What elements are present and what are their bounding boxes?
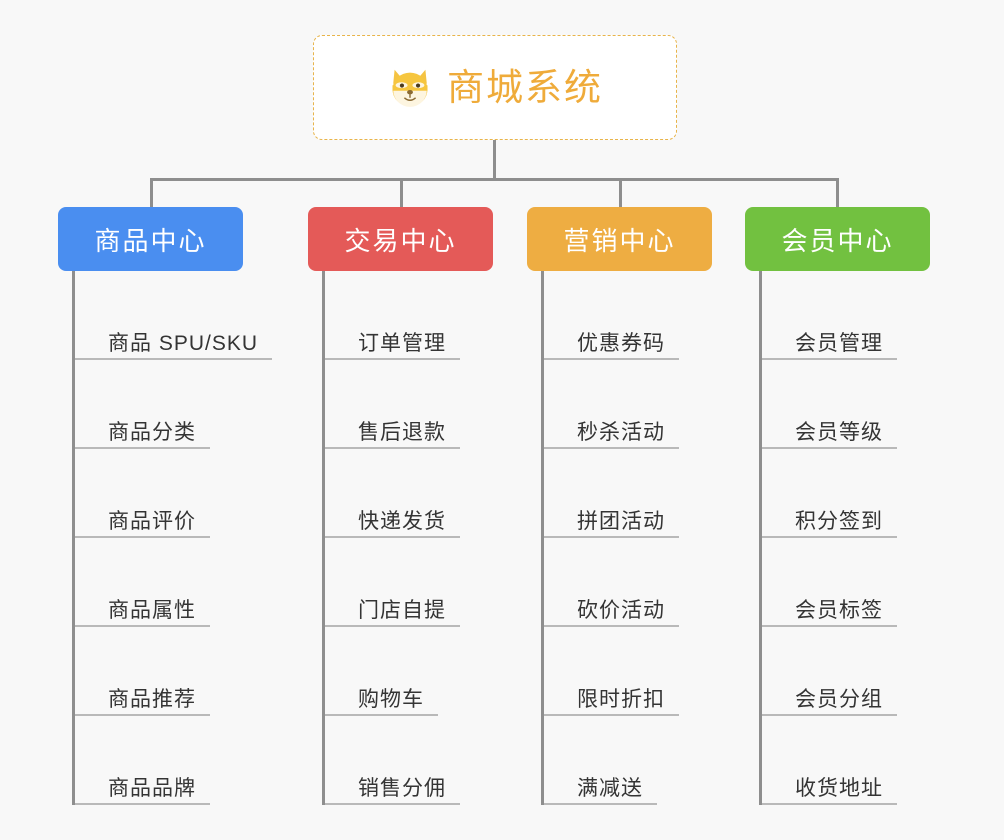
root-node[interactable]: 商城系统 (313, 35, 677, 140)
branch-items-product-center: 商品 SPU/SKU 商品分类 商品评价 商品属性 商品推荐 商品品牌 (72, 271, 272, 805)
list-item[interactable]: 销售分佣 (325, 716, 493, 805)
leaf-underline (325, 803, 460, 805)
leaf-label: 快递发货 (358, 509, 446, 533)
branch-label: 交易中心 (344, 225, 457, 256)
leaf-label: 优惠券码 (577, 331, 665, 355)
branch-header-member-center[interactable]: 会员中心 (745, 207, 930, 271)
leaf-underline (75, 625, 210, 627)
leaf-label: 收货地址 (795, 776, 883, 800)
branch-label: 营销中心 (563, 225, 676, 256)
list-item[interactable]: 限时折扣 (544, 627, 712, 716)
list-item[interactable]: 门店自提 (325, 538, 493, 627)
leaf-label: 满减送 (577, 776, 643, 800)
leaf-underline (75, 358, 272, 360)
branch-header-product-center[interactable]: 商品中心 (58, 207, 243, 271)
leaf-label: 订单管理 (358, 331, 446, 355)
list-item[interactable]: 秒杀活动 (544, 360, 712, 449)
root-title: 商城系统 (447, 67, 603, 108)
leaf-underline (325, 358, 460, 360)
leaf-underline (544, 536, 679, 538)
leaf-label: 商品推荐 (108, 687, 196, 711)
leaf-underline (325, 447, 460, 449)
leaf-underline (762, 625, 897, 627)
connector-root-stem (493, 140, 496, 180)
leaf-underline (75, 536, 210, 538)
leaf-label: 购物车 (358, 687, 424, 711)
list-item[interactable]: 商品属性 (75, 538, 258, 627)
leaf-label: 会员分组 (795, 687, 883, 711)
leaf-underline (325, 714, 438, 716)
list-item[interactable]: 售后退款 (325, 360, 493, 449)
leaf-label: 会员管理 (795, 331, 883, 355)
list-item[interactable]: 拼团活动 (544, 449, 712, 538)
branch-label: 商品中心 (94, 225, 207, 256)
list-item[interactable]: 商品评价 (75, 449, 258, 538)
branch-items-trade-center: 订单管理 售后退款 快递发货 门店自提 购物车 销售分佣 (322, 271, 493, 805)
leaf-underline (544, 625, 679, 627)
connector-horizontal-bus (150, 178, 839, 181)
leaf-label: 销售分佣 (358, 776, 446, 800)
list-item[interactable]: 会员分组 (762, 627, 930, 716)
list-item[interactable]: 购物车 (325, 627, 493, 716)
branch-label: 会员中心 (781, 225, 894, 256)
list-item[interactable]: 砍价活动 (544, 538, 712, 627)
leaf-label: 限时折扣 (577, 687, 665, 711)
leaf-underline (544, 358, 679, 360)
list-item[interactable]: 会员等级 (762, 360, 930, 449)
list-item[interactable]: 订单管理 (325, 271, 493, 360)
leaf-label: 商品分类 (108, 420, 196, 444)
leaf-label: 砍价活动 (577, 598, 665, 622)
connector-branch-1 (150, 178, 153, 209)
branch-items-member-center: 会员管理 会员等级 积分签到 会员标签 会员分组 收货地址 (759, 271, 930, 805)
branch-header-trade-center[interactable]: 交易中心 (308, 207, 493, 271)
branch-marketing-center: 营销中心 优惠券码 秒杀活动 拼团活动 砍价活动 限时折扣 (527, 207, 712, 805)
list-item[interactable]: 优惠券码 (544, 271, 712, 360)
list-item[interactable]: 收货地址 (762, 716, 930, 805)
leaf-label: 商品品牌 (108, 776, 196, 800)
leaf-label: 商品属性 (108, 598, 196, 622)
leaf-underline (544, 714, 679, 716)
connector-branch-4 (836, 178, 839, 209)
leaf-label: 秒杀活动 (577, 420, 665, 444)
leaf-label: 售后退款 (358, 420, 446, 444)
list-item[interactable]: 满减送 (544, 716, 712, 805)
leaf-label: 会员标签 (795, 598, 883, 622)
connector-branch-2 (400, 178, 403, 209)
shiba-dog-face-icon (392, 69, 428, 107)
list-item[interactable]: 快递发货 (325, 449, 493, 538)
connector-branch-3 (619, 178, 622, 209)
leaf-underline (762, 447, 897, 449)
list-item[interactable]: 商品分类 (75, 360, 258, 449)
leaf-underline (762, 536, 897, 538)
leaf-underline (75, 714, 210, 716)
leaf-underline (544, 447, 679, 449)
list-item[interactable]: 会员标签 (762, 538, 930, 627)
list-item[interactable]: 商品推荐 (75, 627, 258, 716)
branch-trade-center: 交易中心 订单管理 售后退款 快递发货 门店自提 购物车 (308, 207, 493, 805)
leaf-label: 拼团活动 (577, 509, 665, 533)
list-item[interactable]: 商品 SPU/SKU (75, 271, 272, 360)
leaf-underline (762, 358, 897, 360)
branch-items-marketing-center: 优惠券码 秒杀活动 拼团活动 砍价活动 限时折扣 满减送 (541, 271, 712, 805)
leaf-label: 门店自提 (358, 598, 446, 622)
list-item[interactable]: 积分签到 (762, 449, 930, 538)
leaf-underline (325, 625, 460, 627)
leaf-underline (762, 803, 897, 805)
branch-member-center: 会员中心 会员管理 会员等级 积分签到 会员标签 会员分组 (745, 207, 930, 805)
list-item[interactable]: 会员管理 (762, 271, 930, 360)
leaf-label: 会员等级 (795, 420, 883, 444)
leaf-label: 积分签到 (795, 509, 883, 533)
leaf-underline (325, 536, 460, 538)
leaf-underline (544, 803, 657, 805)
leaf-label: 商品评价 (108, 509, 196, 533)
list-item[interactable]: 商品品牌 (75, 716, 258, 805)
leaf-underline (75, 803, 210, 805)
branch-product-center: 商品中心 商品 SPU/SKU 商品分类 商品评价 商品属性 商品推荐 (58, 207, 272, 805)
leaf-underline (75, 447, 210, 449)
branch-header-marketing-center[interactable]: 营销中心 (527, 207, 712, 271)
leaf-label: 商品 SPU/SKU (108, 331, 259, 355)
leaf-underline (762, 714, 897, 716)
